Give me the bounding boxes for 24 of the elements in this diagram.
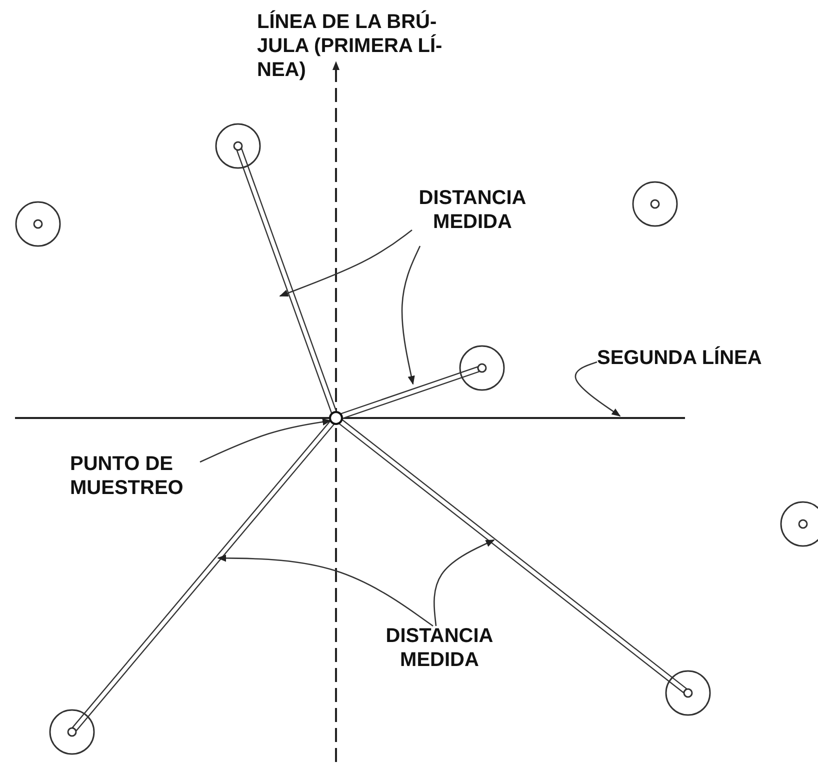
tree-symbol (459, 345, 505, 391)
leader-line (401, 246, 421, 385)
distance-line (340, 366, 480, 420)
compass-line-label: LÍNEA DE LA BRÚ- JULA (PRIMERA LÍ- NEA) (257, 10, 444, 82)
tree-symbol (49, 709, 95, 755)
distance-line (338, 418, 688, 694)
leader-line (574, 361, 621, 417)
distance-line (236, 148, 338, 414)
tree-symbol (15, 201, 61, 247)
sampling-point (329, 411, 343, 425)
leader-line (200, 418, 332, 463)
second-line (15, 417, 685, 419)
leader-line (279, 229, 412, 297)
tree-symbol (665, 670, 711, 716)
tree-symbol (215, 123, 261, 169)
callout-text: SEGUNDA LÍNEA (597, 346, 763, 370)
leader-line (217, 554, 434, 627)
callout-text: PUNTO DE MUESTREO (70, 452, 184, 500)
leader-line (434, 539, 495, 626)
distance-line (72, 420, 335, 732)
callout-text: DISTANCIA MEDIDA (384, 624, 494, 672)
tree-symbol (780, 501, 818, 547)
tree-symbol (632, 181, 678, 227)
callout-text: DISTANCIA MEDIDA (418, 186, 528, 234)
